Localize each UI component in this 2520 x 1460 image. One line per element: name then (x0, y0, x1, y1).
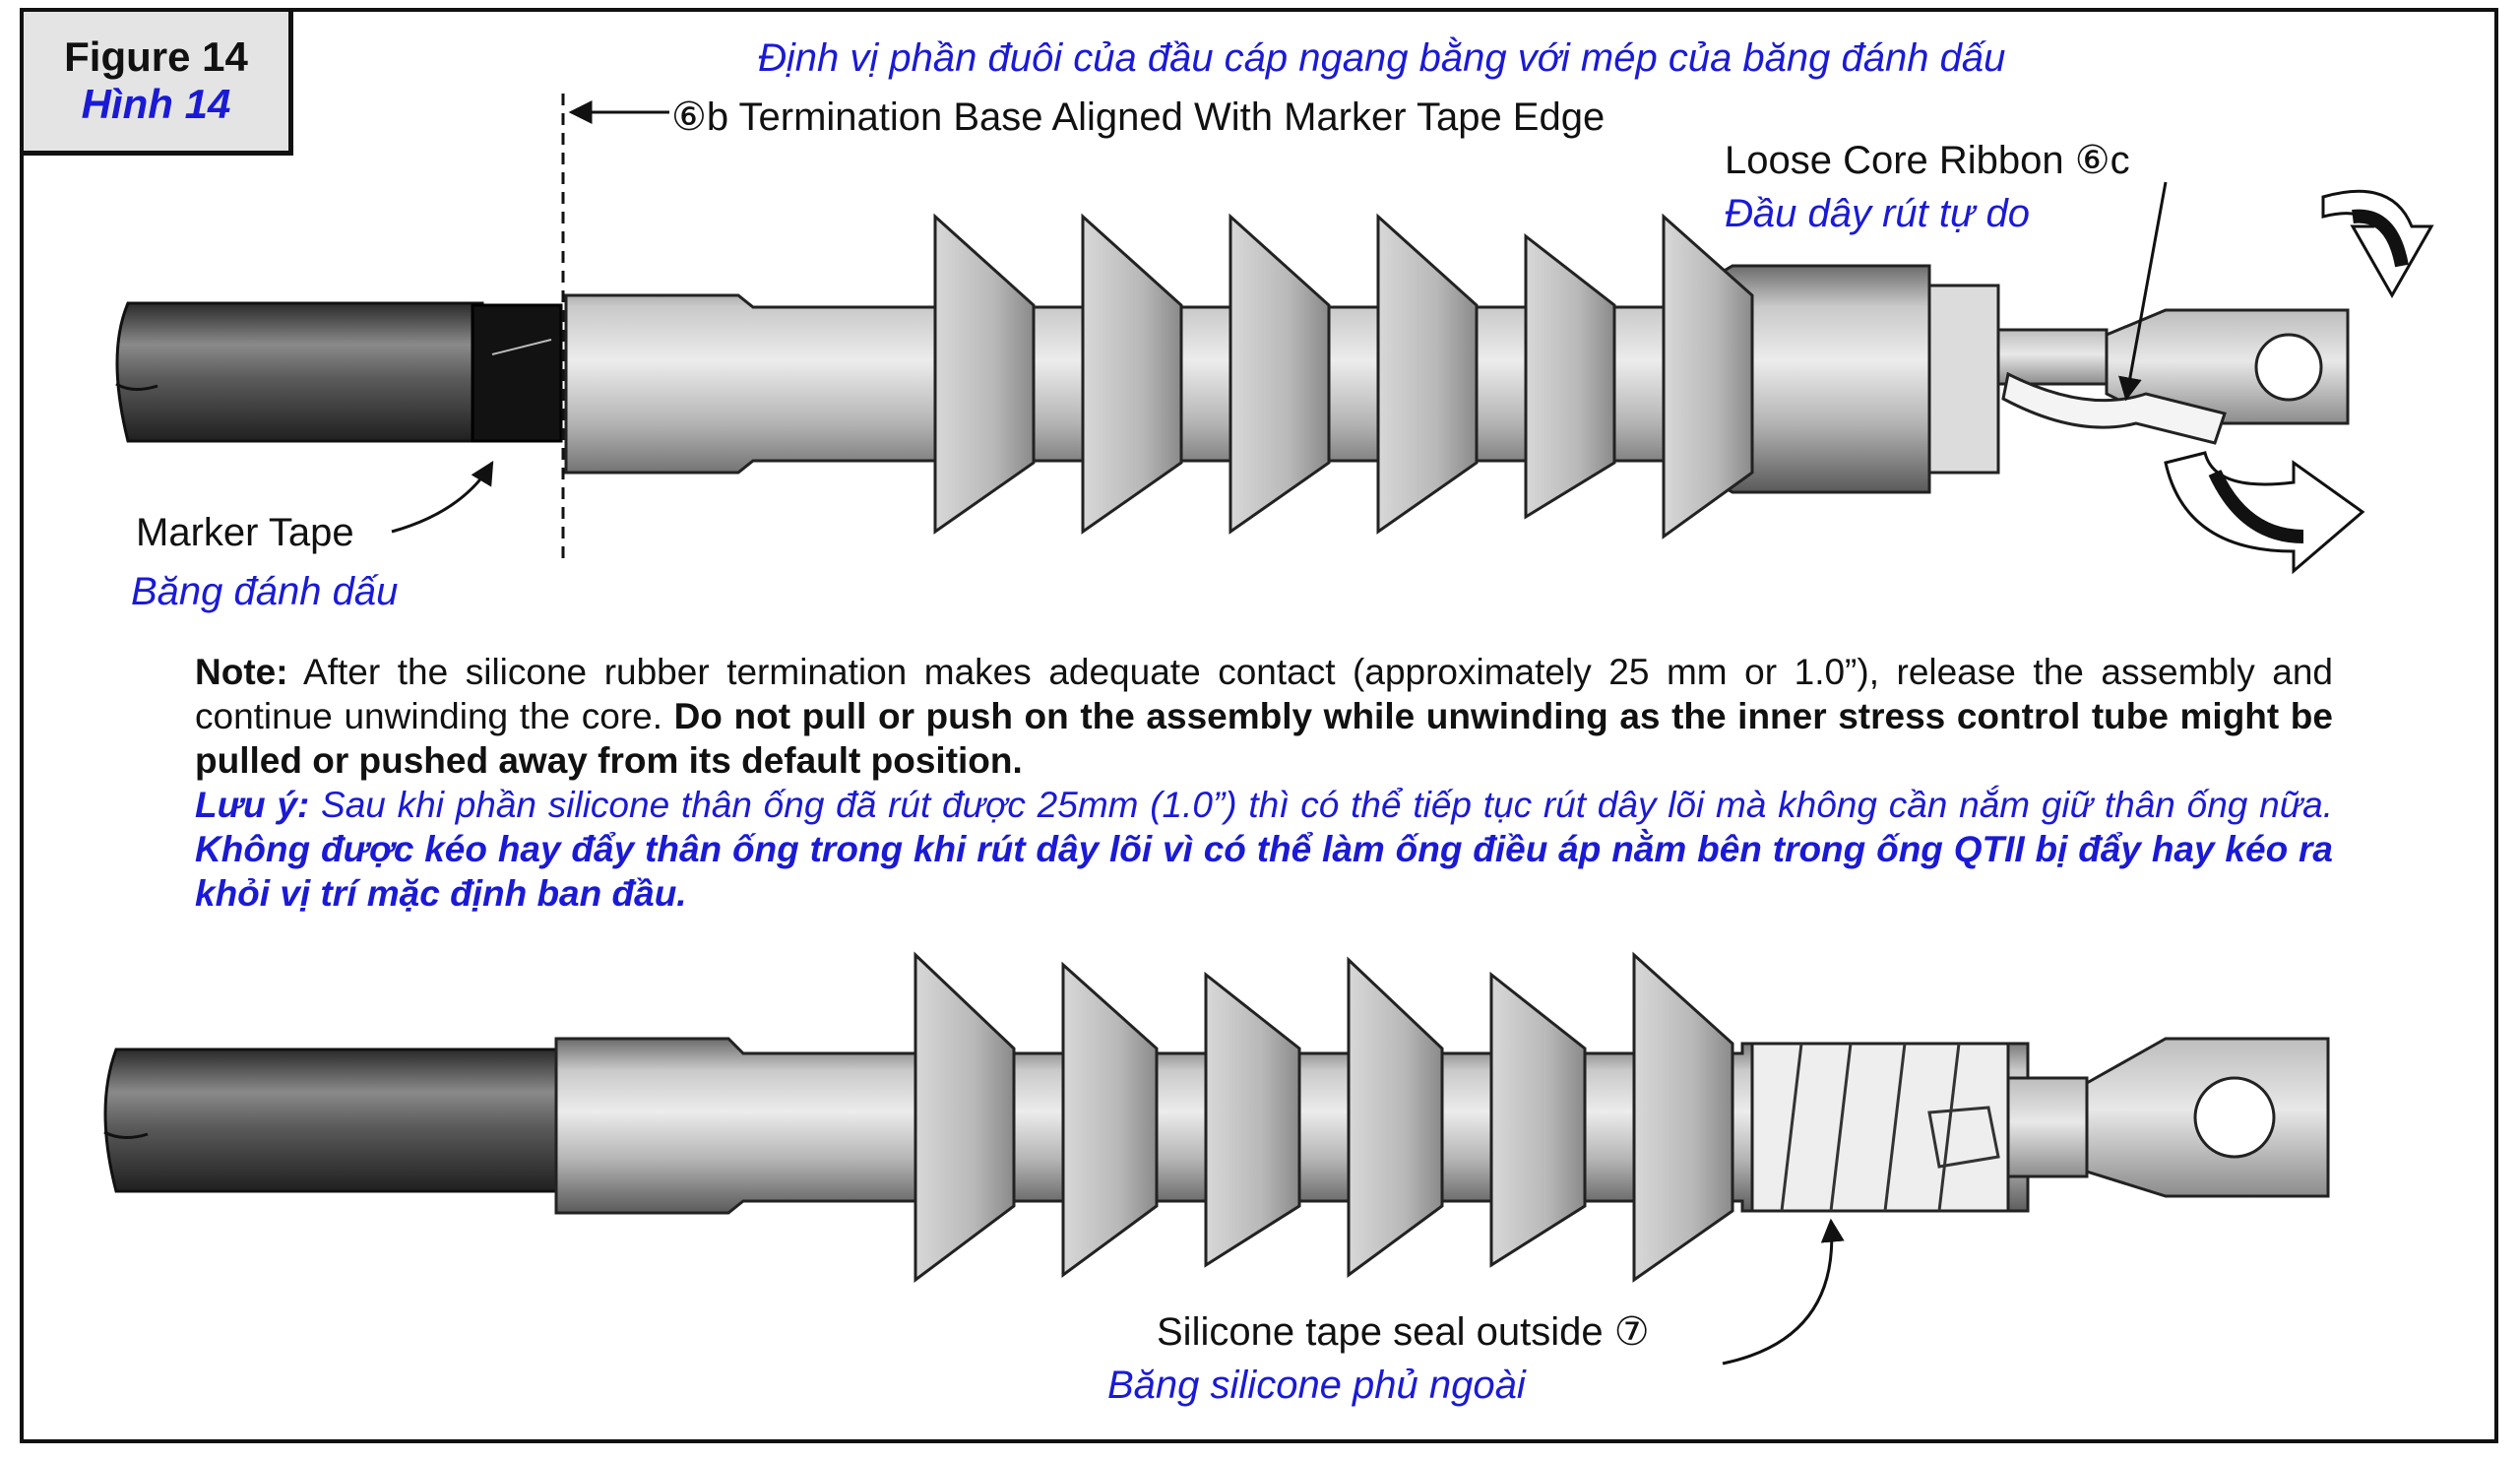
core-end-top (1927, 284, 2000, 475)
bottom-skirts (914, 951, 1734, 1283)
cable-bottom (103, 1047, 563, 1193)
note-vi-text: Sau khi phần silicone thân ống đã rút đư… (309, 785, 2334, 825)
cable-top (115, 301, 484, 443)
step-7-en: Silicone tape seal outside ⑦ (1157, 1310, 1650, 1354)
note-bold: Do not pull or push on the assembly whil… (195, 696, 2333, 781)
figure-frame (20, 8, 2498, 1443)
marker-tape-vi: Băng đánh dấu (131, 570, 399, 613)
figure-label-vi: Hình 14 (81, 81, 231, 127)
marker-tape (471, 303, 563, 443)
rotation-arrow-dark-a (2352, 209, 2409, 268)
top-skirts (933, 213, 1754, 540)
cable-top-split (115, 382, 158, 391)
tape-seal-leader (1722, 1218, 1845, 1365)
note-text: After the silicone rubber termination ma… (195, 652, 2333, 736)
figure-label-en: Figure 14 (64, 33, 248, 80)
note-vi-bold: Không được kéo hay đẩy thân ống trong kh… (195, 829, 2333, 914)
rotation-arrow-bottom (2164, 451, 2365, 575)
figure-label-box: Figure 14 Hình 14 (20, 8, 293, 156)
tape-wrap-lines (1780, 1043, 2000, 1212)
note-label: Note: (195, 652, 288, 692)
bottom-assembly (103, 951, 2330, 1365)
step-7-vi: Băng silicone phủ ngoài (1107, 1364, 1526, 1407)
lug-hole-bottom (2193, 1076, 2276, 1159)
step-6c-en: Loose Core Ribbon ⑥c (1725, 139, 2130, 182)
step-6c-vi: Đầu dây rút tự do (1725, 192, 2030, 235)
conductor-top (1996, 328, 2109, 386)
cable-bottom-split (103, 1130, 149, 1139)
marker-tape-en: Marker Tape (136, 511, 354, 554)
note-vi-label: Lưu ý: (195, 785, 310, 825)
rotation-arrow-top (2321, 189, 2434, 299)
lug-hole-top (2254, 333, 2323, 402)
step-6b-en: ⑥b Termination Base Aligned With Marker … (671, 95, 1606, 139)
step-6b-vi: Định vị phần đuôi của đầu cáp ngang bằng… (758, 36, 2006, 80)
rotation-arrow-dark-b (2208, 469, 2304, 543)
marker-tape-leader (391, 460, 494, 534)
top-assembly (115, 94, 2434, 575)
loose-core-ribbon (2001, 371, 2227, 445)
conductor-bottom (2006, 1076, 2089, 1178)
note-block: Note: After the silicone rubber terminat… (195, 650, 2333, 916)
marker-tape-edge (491, 339, 552, 355)
ribbon-leader (2118, 181, 2168, 402)
